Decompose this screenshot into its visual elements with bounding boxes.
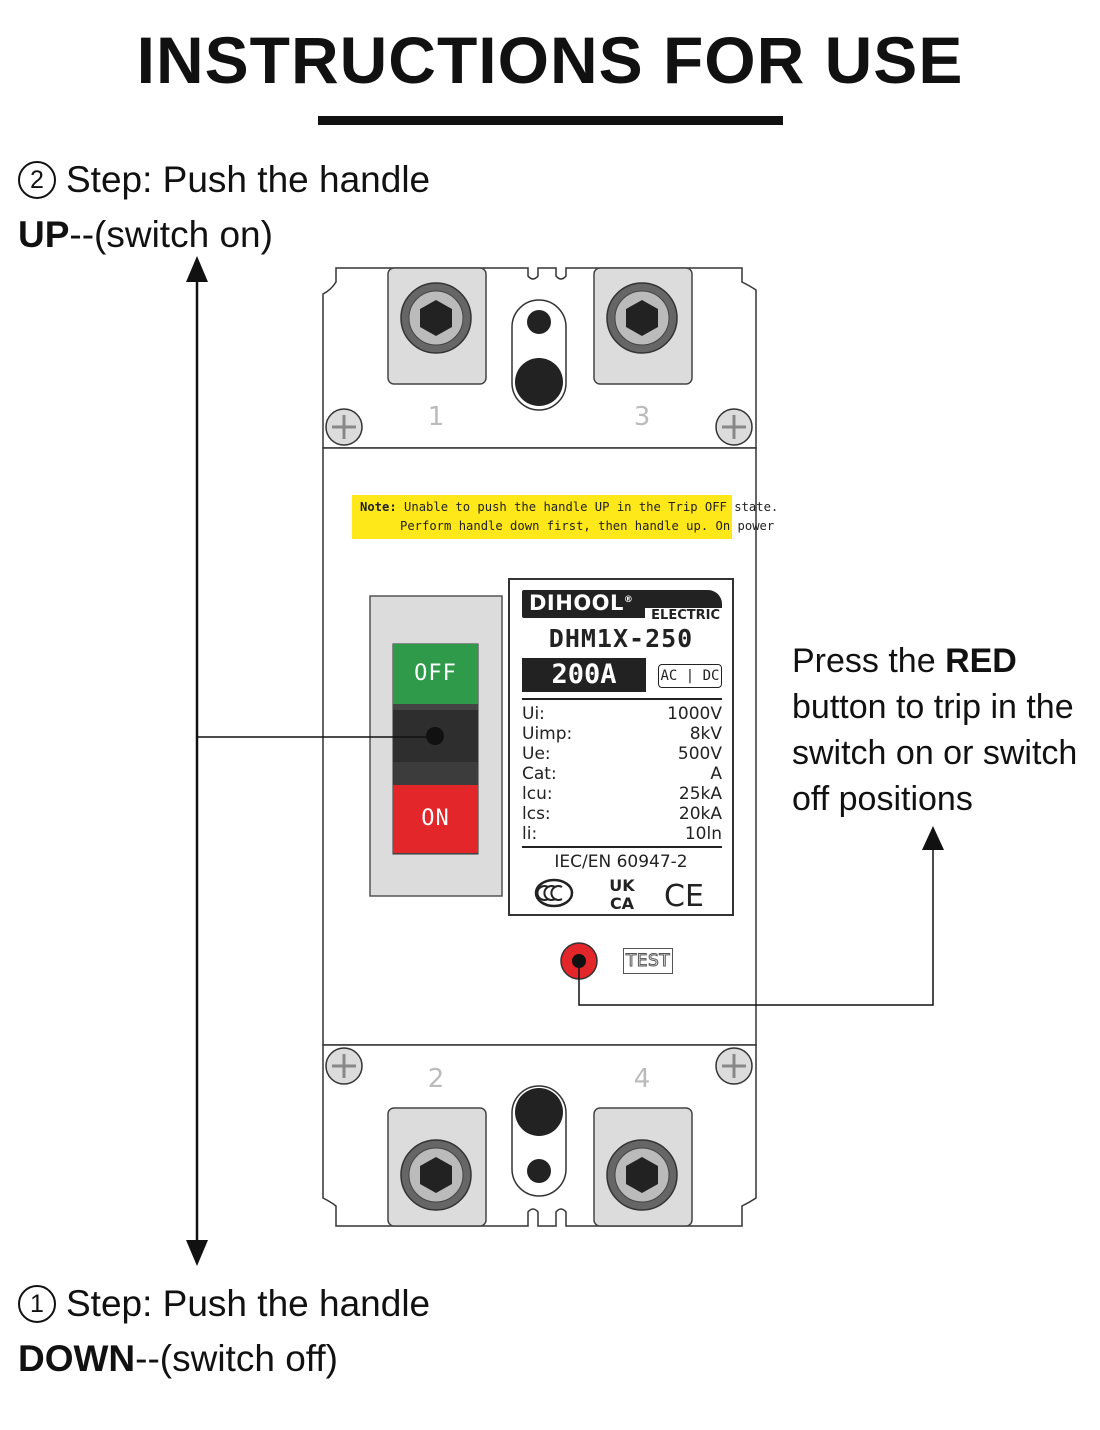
arrow-up-icon <box>186 256 208 282</box>
ukca-mark-top: UK <box>609 876 635 895</box>
brand-subtitle: ELECTRIC <box>645 608 722 624</box>
step-1-result: --(switch off) <box>135 1338 338 1379</box>
terminal-number: 2 <box>427 1064 445 1094</box>
terminal-number: 1 <box>427 402 445 432</box>
test-label: TEST <box>623 948 673 974</box>
ukca-mark-bottom: CA <box>610 894 635 910</box>
brand-logo: DIHOOL® ELECTRIC <box>522 590 722 624</box>
handle-callout-dot <box>426 727 444 745</box>
ac-dc-badge: AC | DC <box>658 664 722 688</box>
brand-name: DIHOOL <box>529 591 624 615</box>
step-number-1: 1 <box>18 1285 56 1323</box>
current-rating: 200A <box>522 658 646 692</box>
arrow-up-icon <box>922 826 944 850</box>
test-callout-line <box>578 848 934 1006</box>
title-underline <box>318 116 783 125</box>
red-word: RED <box>945 642 1017 680</box>
step-1-direction: DOWN <box>18 1338 136 1379</box>
note-label: Note: <box>360 500 397 514</box>
hex-bolt-icon <box>626 1157 658 1193</box>
certification-marks: UK CA CE <box>534 876 704 910</box>
handle-on-label: ON <box>393 785 478 853</box>
red-button-instruction: Press the RED button to trip in the swit… <box>792 642 1078 818</box>
ccc-mark-icon <box>534 878 574 908</box>
terminal-number: 3 <box>633 402 651 432</box>
registered-mark: ® <box>623 595 634 605</box>
step-2-result: --(switch on) <box>69 214 273 255</box>
arrow-down-icon <box>186 1240 208 1266</box>
page-title: INSTRUCTIONS FOR USE <box>136 23 964 97</box>
step-2-direction: UP <box>18 214 70 255</box>
note-line-2: Perform handle down first, then handle u… <box>400 519 775 533</box>
hex-bolt-icon <box>420 300 452 336</box>
step-1-text: Step: Push the handle <box>66 1283 431 1324</box>
standard-code: IEC/EN 60947-2 <box>554 852 688 872</box>
handle-off-label: OFF <box>393 644 478 704</box>
step-1-instruction: 1 Step: Push the handle DOWN--(switch off… <box>18 1276 430 1386</box>
model-number: DHM1X-250 <box>548 624 694 653</box>
note-sticker: Note: Unable to push the handle UP in th… <box>352 495 778 539</box>
step-number-2: 2 <box>18 161 56 199</box>
terminal-number: 4 <box>633 1064 651 1094</box>
divider <box>522 846 722 848</box>
step-2-text: Step: Push the handle <box>66 159 431 200</box>
rating-label: DIHOOL® ELECTRIC DHM1X-250 200A AC | DC … <box>508 578 734 916</box>
hex-bolt-icon <box>420 1157 452 1193</box>
ce-mark: CE <box>664 879 704 910</box>
note-line-1: Unable to push the handle UP in the Trip… <box>404 500 779 514</box>
step-2-instruction: 2 Step: Push the handle UP--(switch on) <box>18 152 430 262</box>
divider <box>522 698 722 700</box>
hex-bolt-icon <box>626 300 658 336</box>
